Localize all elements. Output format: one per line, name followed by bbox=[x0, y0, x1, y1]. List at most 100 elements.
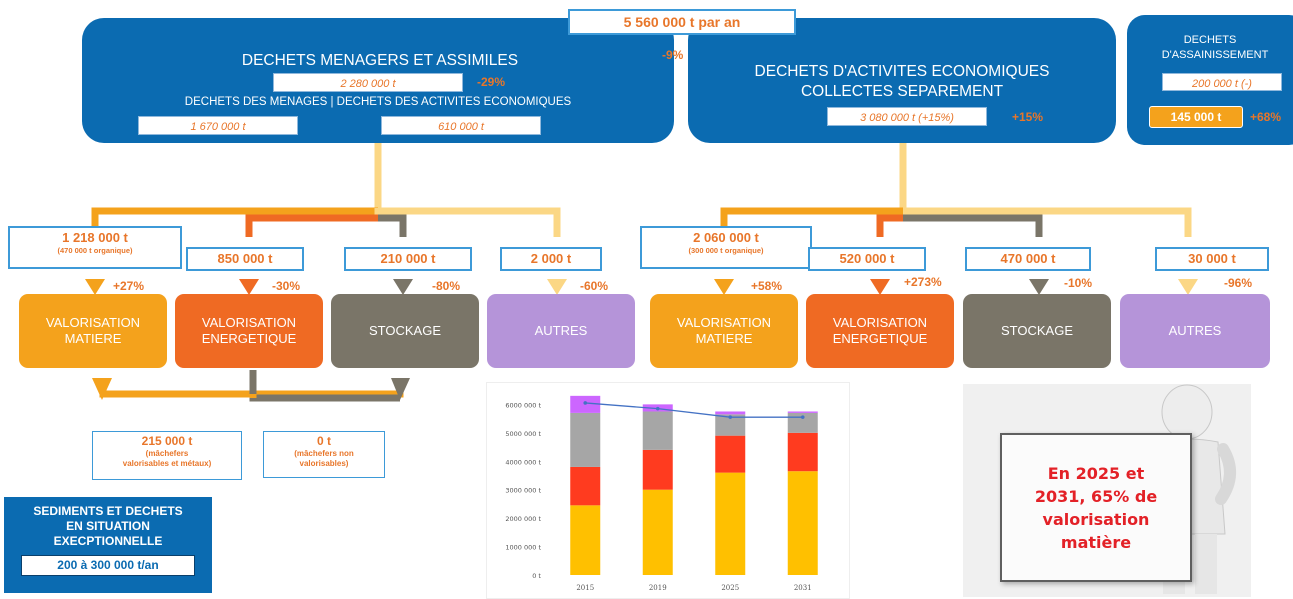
flow-change: -10% bbox=[1064, 276, 1093, 290]
bar-segment bbox=[570, 412, 601, 467]
bar-segment bbox=[642, 489, 673, 575]
sediments-value: 200 à 300 000 t/an bbox=[21, 555, 195, 576]
machefers-valorisables-line2: valorisables et métaux) bbox=[122, 459, 212, 468]
sediments-line2: EN SITUATION bbox=[66, 519, 150, 533]
flow-change: -80% bbox=[432, 279, 461, 293]
category-stockage: STOCKAGE bbox=[963, 294, 1111, 368]
assainissement-change: +68% bbox=[1250, 110, 1282, 124]
flow-change: -30% bbox=[272, 279, 301, 293]
bar-segment bbox=[642, 449, 673, 490]
flow-value-box: 2 060 000 t (300 000 t organique) bbox=[640, 226, 812, 269]
y-tick-label: 3000 000 t bbox=[505, 487, 541, 495]
assainissement-title-line1: DECHETS bbox=[1183, 34, 1237, 46]
menages-value: 1 670 000 t bbox=[190, 121, 246, 133]
dae-value: 3 080 000 t (+15%) bbox=[860, 112, 954, 124]
flow-value: 2 060 000 t bbox=[693, 230, 759, 245]
sediments-line1: SEDIMENTS ET DECHETS bbox=[33, 504, 183, 518]
message-board: En 2025 et 2031, 65% de valorisation mat… bbox=[1000, 433, 1192, 582]
flow-value: 2 000 t bbox=[530, 251, 572, 266]
y-tick-label: 5000 000 t bbox=[505, 430, 541, 438]
dma-change: -29% bbox=[477, 75, 506, 89]
category-label: STOCKAGE bbox=[1000, 323, 1073, 338]
machefers-non-value: 0 t bbox=[316, 434, 331, 448]
menages-value-box: 1 670 000 t bbox=[138, 116, 298, 135]
category-label: STOCKAGE bbox=[368, 323, 441, 338]
flow-sub: (300 000 t organique) bbox=[688, 246, 764, 255]
activites-value: 610 000 t bbox=[438, 121, 484, 133]
flow-value: 850 000 t bbox=[217, 251, 273, 266]
dae-change: +15% bbox=[1012, 110, 1044, 124]
category-label: MATIERE bbox=[64, 331, 122, 346]
x-tick-label: 2015 bbox=[576, 584, 594, 592]
dma-value-box: 2 280 000 t bbox=[273, 73, 463, 92]
flow-value-box: 30 000 t bbox=[1155, 247, 1269, 271]
sediments-box: SEDIMENTS ET DECHETS EN SITUATION EXECPT… bbox=[4, 497, 212, 593]
dma-value: 2 280 000 t bbox=[340, 78, 396, 90]
dma-subtitle: DECHETS DES MENAGES | DECHETS DES ACTIVI… bbox=[184, 96, 572, 108]
x-tick-label: 2019 bbox=[649, 584, 667, 592]
bar-segment bbox=[787, 412, 818, 433]
flow-value: 1 218 000 t bbox=[62, 230, 128, 245]
flow-value: 30 000 t bbox=[1188, 251, 1236, 266]
message-line2: 2031, 65% de bbox=[1034, 486, 1158, 506]
bar-segment bbox=[715, 411, 746, 415]
assainissement-value: 200 000 t (-) bbox=[1192, 78, 1252, 90]
activites-value-box: 610 000 t bbox=[381, 116, 541, 135]
line-point bbox=[655, 406, 660, 411]
line-point bbox=[728, 415, 733, 419]
flow-value-box: 520 000 t bbox=[808, 247, 926, 271]
y-tick-label: 2000 000 t bbox=[505, 515, 541, 523]
category-label: ENERGETIQUE bbox=[832, 331, 928, 346]
flow-change: +273% bbox=[904, 275, 942, 289]
line-point bbox=[583, 401, 588, 405]
category-label: VALORISATION bbox=[676, 315, 772, 330]
assainissement-value2-box: 145 000 t bbox=[1149, 106, 1243, 128]
flow-sub: (470 000 t organique) bbox=[57, 246, 133, 255]
total-change: -9% bbox=[662, 48, 684, 62]
dae-title-line2: COLLECTES SEPAREMENT bbox=[800, 83, 1004, 100]
y-tick-label: 0 t bbox=[532, 572, 541, 580]
flow-value-box: 2 000 t bbox=[500, 247, 602, 271]
flow-change: -60% bbox=[580, 279, 609, 293]
bar-segment bbox=[715, 472, 746, 575]
bar-segment bbox=[787, 432, 818, 472]
flow-value: 470 000 t bbox=[1000, 251, 1056, 266]
flow-value-box: 850 000 t bbox=[186, 247, 304, 271]
y-tick-label: 1000 000 t bbox=[505, 544, 541, 552]
y-tick-label: 6000 000 t bbox=[505, 401, 541, 409]
assainissement-title-line2: D'ASSAINISSEMENT bbox=[1161, 49, 1269, 61]
bar-segment bbox=[715, 435, 746, 473]
bar-segment bbox=[570, 505, 601, 575]
machefers-valorisables-line1: (mâchefers bbox=[145, 449, 189, 458]
message-line1: En 2025 et bbox=[1047, 463, 1145, 483]
bar-segment bbox=[570, 466, 601, 506]
category-label: VALORISATION bbox=[201, 315, 297, 330]
total-box: 5 560 000 t par an bbox=[568, 9, 796, 35]
machefers-valorisables-value: 215 000 t bbox=[141, 434, 193, 448]
category-label: VALORISATION bbox=[45, 315, 141, 330]
dae-value-box: 3 080 000 t (+15%) bbox=[827, 107, 987, 126]
dma-title: DECHETS MENAGERS ET ASSIMILES bbox=[241, 52, 519, 69]
flow-value-box: 1 218 000 t (470 000 t organique) bbox=[8, 226, 182, 269]
category-label: ENERGETIQUE bbox=[201, 331, 297, 346]
bar-segment bbox=[787, 411, 818, 413]
sediments-line3: EXECPTIONNELLE bbox=[53, 534, 163, 548]
category-label: VALORISATION bbox=[832, 315, 928, 330]
machefers-non-line1: (mâchefers non bbox=[294, 449, 354, 458]
category-stockage: STOCKAGE bbox=[331, 294, 479, 368]
machefers-non-valorisables-box: 0 t (mâchefers non valorisables) bbox=[263, 431, 385, 478]
flow-value: 520 000 t bbox=[839, 251, 895, 266]
line-point bbox=[800, 415, 805, 419]
flow-change: +58% bbox=[751, 279, 783, 293]
flow-value-box: 210 000 t bbox=[344, 247, 472, 271]
message-line3: valorisation bbox=[1042, 509, 1150, 529]
category-autres: AUTRES bbox=[1120, 294, 1270, 368]
dae-title-line1: DECHETS D'ACTIVITES ECONOMIQUES bbox=[754, 63, 1050, 80]
category-label: AUTRES bbox=[534, 323, 588, 338]
y-tick-label: 4000 000 t bbox=[505, 458, 541, 466]
assainissement-value2: 145 000 t bbox=[1170, 110, 1222, 124]
message-line4: matière bbox=[1060, 532, 1132, 552]
bar-segment bbox=[642, 411, 673, 450]
